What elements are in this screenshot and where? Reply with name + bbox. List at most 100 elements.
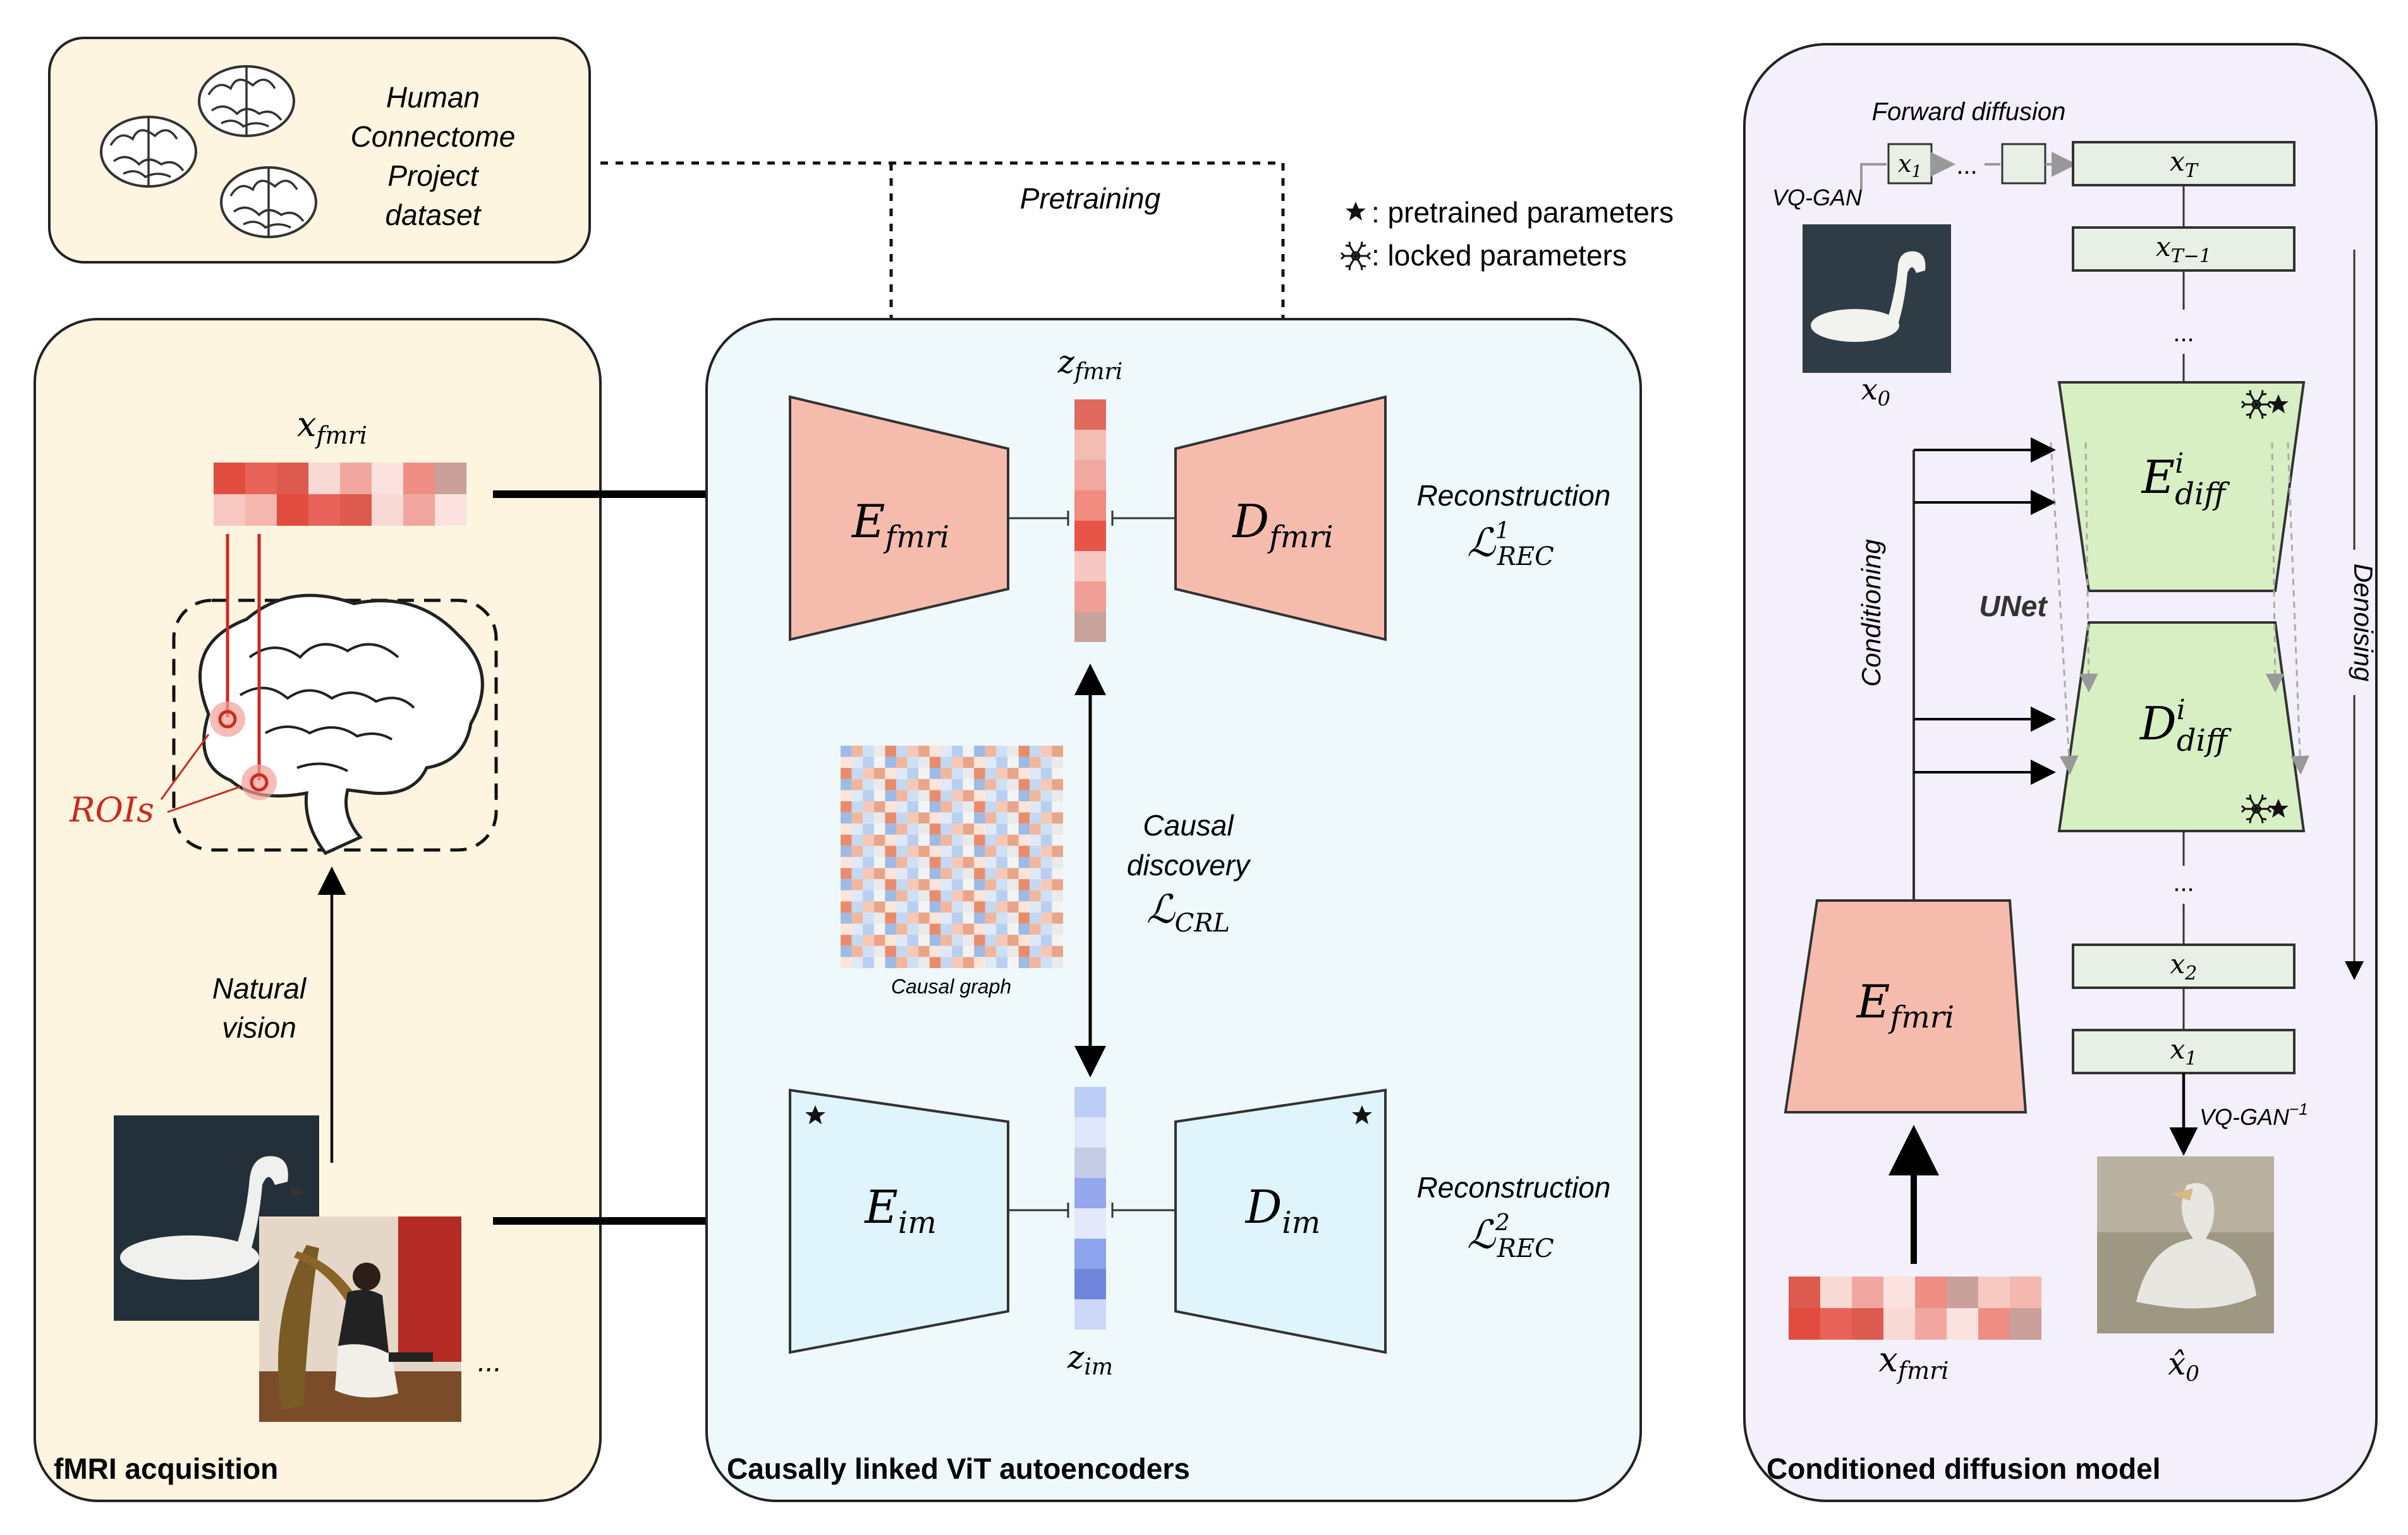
causal-graph-cell [1052, 823, 1063, 835]
causal-graph-cell [940, 945, 952, 957]
causal-graph-cell [863, 790, 874, 801]
causal-graph-cell [896, 790, 908, 801]
causal-graph-cell [896, 746, 908, 757]
latent-cell [1074, 612, 1106, 642]
causal-graph-cell [896, 868, 908, 880]
causal-graph-cell [873, 779, 885, 791]
causal-graph-cell [996, 868, 1007, 880]
causal-graph-cell [851, 923, 863, 935]
causal-graph-cell [1030, 901, 1041, 913]
causal-graph-cell [918, 923, 930, 935]
causal-graph-cell [1040, 945, 1052, 957]
causal-graph-cell [1040, 935, 1052, 946]
causal-graph-cell [1052, 868, 1063, 880]
legend-lock-label: : locked parameters [1371, 239, 1627, 272]
causal-graph-cell [896, 768, 908, 779]
latent-cell [1074, 521, 1106, 551]
causal-graph-cell [873, 923, 885, 935]
causal-graph-cell [963, 768, 975, 779]
causal-graph-cell [885, 913, 896, 924]
causal-graph-cell [940, 756, 952, 768]
conditioning-x-fmri-label: xfmri [1879, 1340, 1949, 1385]
causal-graph-cell [918, 823, 930, 835]
fmri-decoder-label: Dfmri [1231, 495, 1333, 555]
causal-graph-cell [907, 879, 919, 890]
causal-graph-cell [1040, 857, 1052, 868]
causal-graph-cell [918, 790, 930, 801]
causal-graph-cell [918, 756, 930, 768]
image-encoder-label: Eim [863, 1180, 936, 1241]
causal-graph-cell [1018, 790, 1030, 801]
latent-cell [1074, 430, 1106, 460]
causal-graph-cell [952, 746, 963, 757]
causal-graph-cell [918, 846, 930, 857]
vqgan-inverse-label: VQ-GAN−1 [2199, 1100, 2308, 1130]
x1-small-label: x1 [1898, 150, 1922, 181]
latent-cell [1074, 399, 1106, 430]
causal-graph-cell [1040, 890, 1052, 902]
heatmap-cell [1852, 1277, 1883, 1308]
heatmap-cell [340, 494, 372, 526]
causal-graph-cell [929, 823, 941, 835]
causal-graph-cell [974, 779, 985, 791]
causal-graph-cell [1030, 868, 1041, 880]
causal-graph-cell [863, 901, 874, 913]
causal-graph-cell [1040, 834, 1052, 846]
causal-graph-cell [963, 790, 975, 801]
heatmap-cell [403, 494, 435, 526]
causal-graph-cell [863, 957, 874, 968]
causal-graph-cell [863, 913, 874, 924]
causal-graph-cell [907, 846, 919, 857]
causal-graph-cell [974, 879, 985, 890]
causal-graph-cell [929, 846, 941, 857]
causal-graph-cell [863, 812, 874, 824]
causal-graph-cell [841, 890, 852, 902]
causal-graph-cell [1007, 945, 1019, 957]
causal-graph-cell [963, 779, 975, 791]
latent-cell [1074, 460, 1106, 490]
causal-graph-cell [952, 801, 963, 813]
causal-graph-cell [985, 790, 997, 801]
causal-graph-cell [952, 857, 963, 868]
causal-graph-cell [929, 779, 941, 791]
causal-graph-cell [1007, 790, 1019, 801]
latent-cell [1074, 490, 1106, 521]
causal-graph-cell [940, 823, 952, 835]
heatmap-cell [2010, 1308, 2041, 1340]
denoising-label: Denoising [2349, 564, 2378, 682]
causal-graph-cell [940, 901, 952, 913]
causal-graph-cell [996, 923, 1007, 935]
vit-panel-title: Causally linked ViT autoencoders [727, 1452, 1190, 1485]
causal-graph-cell [918, 935, 930, 946]
causal-graph-cell [863, 779, 874, 791]
causal-graph-cell [851, 879, 863, 890]
causal-graph-cell [952, 812, 963, 824]
causal-graph-cell [996, 901, 1007, 913]
roi-marker [210, 701, 245, 737]
causal-graph-cell [985, 935, 997, 946]
latent-cell [1074, 1117, 1106, 1148]
causal-graph-cell [885, 868, 896, 880]
causal-graph-cell [1030, 857, 1041, 868]
causal-graph-cell [940, 812, 952, 824]
causal-graph-cell [841, 768, 852, 779]
causal-graph-cell [896, 945, 908, 957]
causal-graph-cell [873, 768, 885, 779]
causal-graph-cell [1052, 779, 1063, 791]
causal-graph-cell [907, 801, 919, 813]
causal-graph-cell [885, 801, 896, 813]
causal-graph-cell [974, 913, 985, 924]
causal-graph-cell [1040, 779, 1052, 791]
causal-graph-cell [918, 779, 930, 791]
causal-graph-cell [996, 846, 1007, 857]
causal-graph-cell [1007, 901, 1019, 913]
causal-graph-cell [1007, 812, 1019, 824]
causal-graph-cell [985, 756, 997, 768]
causal-graph-cell [863, 945, 874, 957]
causal-graph-cell [974, 812, 985, 824]
causal-graph-cell [1030, 812, 1041, 824]
causal-graph-cell [873, 834, 885, 846]
fmri-encoder-block [789, 395, 1009, 641]
causal-graph-cell [1018, 823, 1030, 835]
